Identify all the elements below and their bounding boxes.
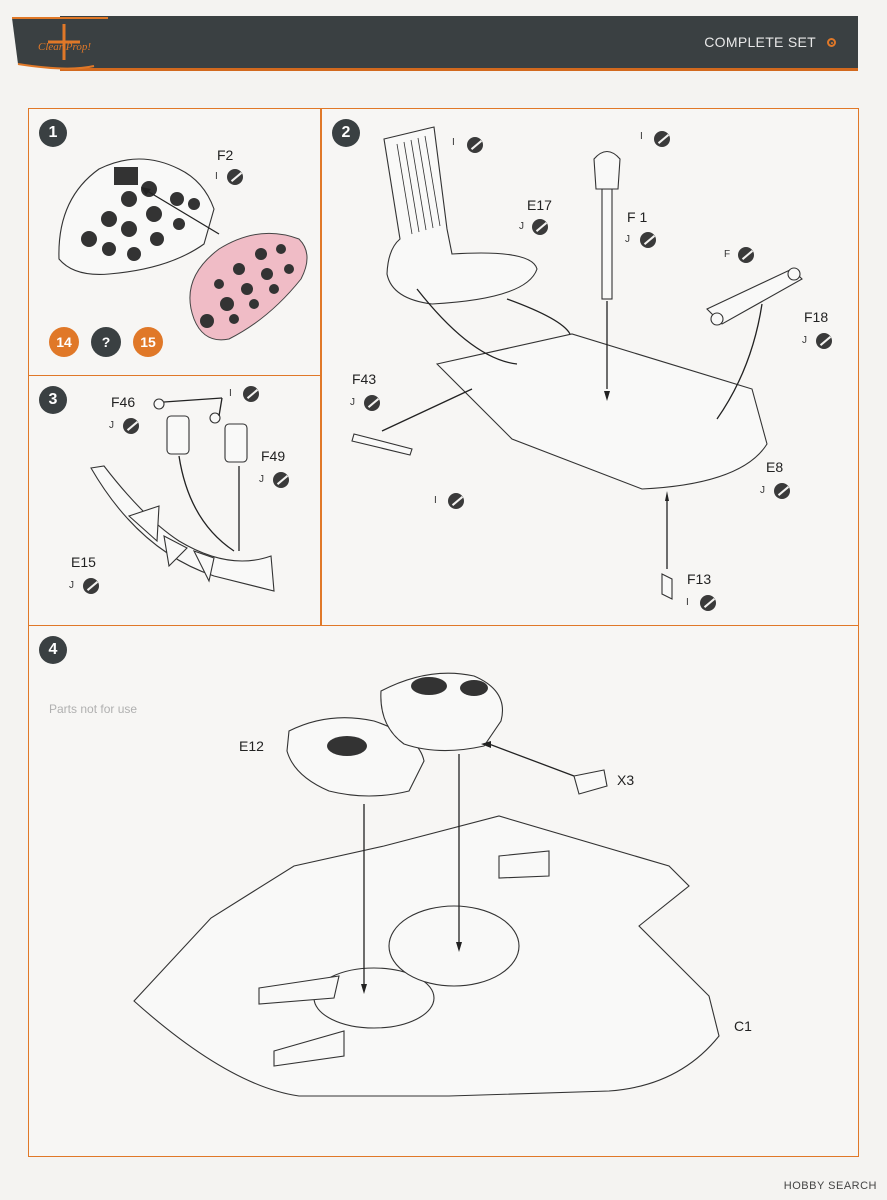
step-number: 1 — [39, 119, 67, 147]
hobby-search-watermark: HOBBY SEARCH — [783, 1180, 877, 1192]
sprue-cut-icon — [227, 169, 243, 185]
sprue-code: I — [229, 388, 232, 399]
step-4-panel: 4 Parts not for use E12 X3 C1 — [28, 625, 859, 1157]
header-band — [60, 16, 858, 68]
sprue-cut-icon — [738, 247, 754, 263]
target-icon — [827, 38, 836, 47]
sprue-code: J — [802, 335, 807, 346]
sprue-code: J — [109, 420, 114, 431]
sprue-code: F — [724, 249, 731, 260]
part-label-e17: E17 — [527, 197, 552, 213]
sprue-cut-icon — [83, 578, 99, 594]
sprue-cut-icon — [774, 483, 790, 499]
sprue-cut-icon — [700, 595, 716, 611]
part-label-f43: F43 — [352, 371, 377, 387]
part-label-e15: E15 — [71, 554, 96, 570]
parts-not-for-use-note: Parts not for use — [49, 702, 138, 716]
sprue-code: J — [350, 397, 355, 408]
clear-prop-logo: Clear Prop! — [12, 17, 108, 70]
step-number: 3 — [39, 386, 67, 414]
part-label-e8: E8 — [766, 459, 784, 475]
sprue-cut-icon — [273, 472, 289, 488]
sprue-cut-icon — [654, 131, 670, 147]
part-label-x3: X3 — [617, 772, 635, 788]
sprue-code: I — [452, 137, 455, 148]
sprue-code: J — [69, 580, 74, 591]
sprue-code: I — [434, 495, 437, 506]
ref-badge-15: 15 — [133, 327, 163, 357]
ref-badge-14: 14 — [49, 327, 79, 357]
sprue-code: J — [625, 234, 630, 245]
part-label-f2: F2 — [217, 147, 234, 163]
part-label-e12: E12 — [239, 738, 264, 754]
sprue-cut-icon — [816, 333, 832, 349]
sprue-cut-icon — [640, 232, 656, 248]
step-1-panel: 1 F2 I 14 ? 15 — [28, 108, 321, 376]
part-label-f46: F46 — [111, 394, 136, 410]
sprue-cut-icon — [467, 137, 483, 153]
seat-floor-drawing — [351, 126, 803, 600]
instrument-panel-drawing — [58, 158, 308, 341]
ref-badge-question: ? — [91, 327, 121, 357]
sprue-code: J — [760, 485, 765, 496]
header-underline — [60, 68, 858, 71]
svg-text:Clear Prop!: Clear Prop! — [38, 41, 91, 53]
sprue-code: J — [519, 221, 524, 232]
sprue-code: J — [259, 474, 264, 485]
part-label-f1: F 1 — [627, 209, 648, 225]
step-3-panel: 3 F46 J I F49 J E15 J — [28, 375, 321, 626]
step-number: 4 — [39, 636, 67, 664]
part-label-f13: F13 — [687, 571, 712, 587]
part-label-c1: C1 — [734, 1018, 752, 1034]
sprue-code: I — [640, 131, 643, 142]
sprue-cut-icon — [123, 418, 139, 434]
sprue-code: I — [686, 597, 689, 608]
sprue-cut-icon — [364, 395, 380, 411]
page-header: COMPLETE SET Clear Prop! — [8, 14, 858, 71]
part-label-f49: F49 — [261, 448, 286, 464]
sprue-code: I — [215, 171, 218, 182]
step-number: 2 — [332, 119, 360, 147]
page-title: COMPLETE SET — [704, 34, 816, 50]
sprue-cut-icon — [532, 219, 548, 235]
part-label-f18: F18 — [804, 309, 829, 325]
cockpit-floor-drawing — [133, 672, 720, 1097]
sprue-cut-icon — [448, 493, 464, 509]
rudder-pedals-drawing — [90, 397, 275, 592]
sprue-cut-icon — [243, 386, 259, 402]
step-2-panel: 2 I E17 J I F 1 J F F18 J F43 J I E8 J — [321, 108, 859, 626]
